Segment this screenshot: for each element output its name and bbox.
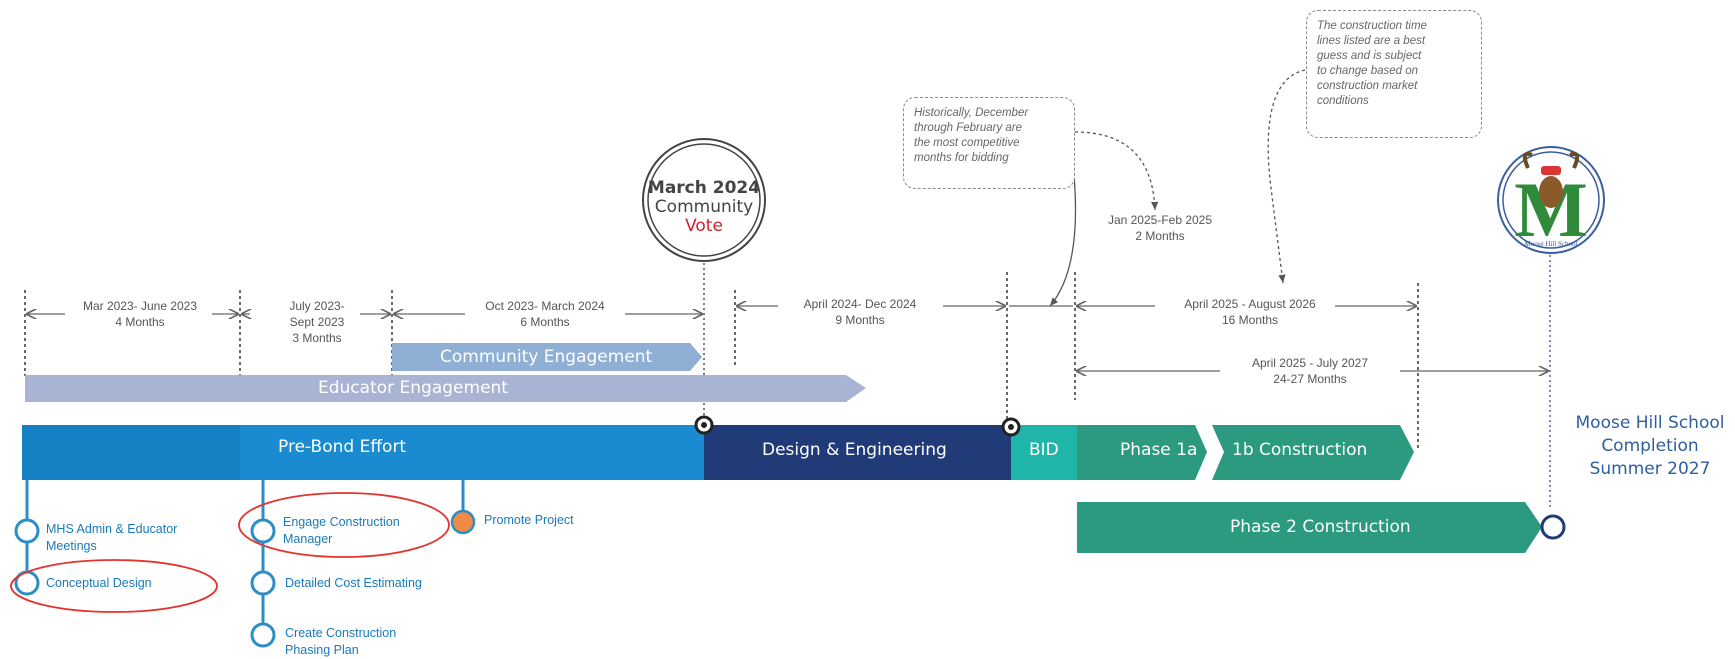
annotation-circle-conceptual [10, 559, 218, 613]
phase-2-band [1077, 502, 1542, 553]
design-band [704, 425, 1011, 480]
construction-note-connector [1267, 69, 1306, 284]
vote-date: March 2024 [647, 178, 761, 198]
vote-badge-text: March 2024 Community Vote [644, 178, 764, 236]
bid-label: BID [1029, 440, 1059, 460]
vote-word: Vote [685, 216, 723, 236]
vote-community: Community [654, 197, 754, 217]
annotation-circle-construction-manager [238, 492, 450, 558]
moose-hill-school-logo-icon: M [1497, 146, 1605, 254]
phase-separators [24, 272, 1419, 450]
design-label: Design & Engineering [762, 440, 947, 460]
logo-text: Moose Hill School [1524, 240, 1578, 248]
bidding-note-connector [1074, 131, 1159, 211]
milestone-cost-estimating: Detailed Cost Estimating [285, 576, 422, 590]
completion-marker [1540, 514, 1566, 540]
phase-1b-label: 1b Construction [1232, 440, 1368, 460]
phase-1b-band [1212, 425, 1414, 480]
promote-circle [450, 509, 476, 535]
community-engagement-label: Community Engagement [440, 347, 653, 367]
pre-bond-segment [22, 425, 240, 480]
community-engagement-band [392, 343, 702, 371]
phase-2-label: Phase 2 Construction [1230, 517, 1411, 537]
phase-1a-band [1077, 425, 1207, 480]
phase-1a-label: Phase 1a [1120, 440, 1198, 460]
ballot-circle-icon [642, 138, 766, 262]
milestone-circles [14, 518, 276, 648]
educator-engagement-band [25, 375, 866, 402]
duration-arrows [27, 306, 1548, 371]
bid-band [1011, 425, 1077, 480]
milestone-conceptual-design: Conceptual Design [46, 576, 152, 590]
milestone-promote-project: Promote Project [484, 513, 574, 527]
pre-bond-label: Pre-Bond Effort [278, 437, 407, 457]
educator-engagement-label: Educator Engagement [318, 378, 508, 398]
